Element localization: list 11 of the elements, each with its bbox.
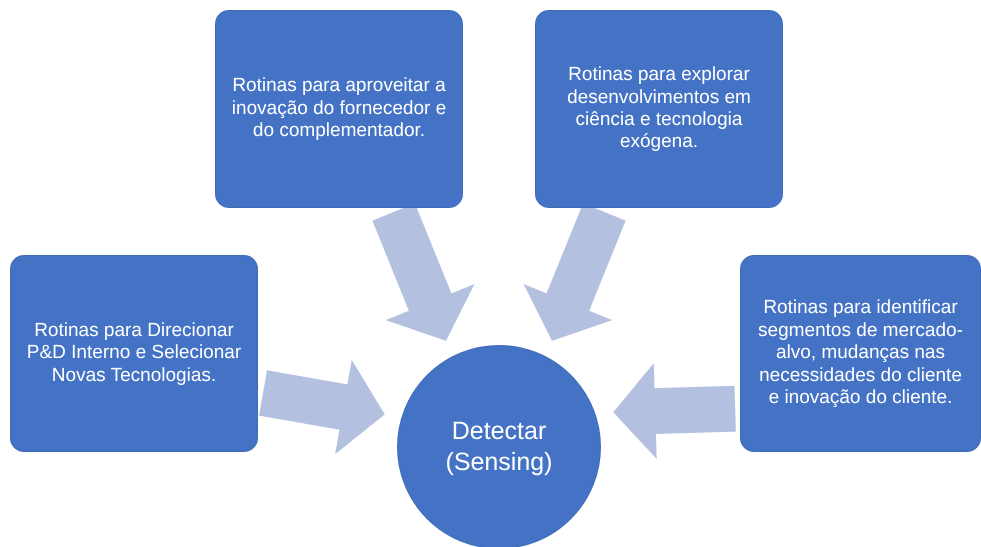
box-text: Rotinas para identificar segmentos de mercado-alvo, mudanças nas necessidades do cliente e inovação do cliente. [757, 297, 964, 410]
box-text: Rotinas para explorar desenvolvimentos em ciência e tecnologia exógena. [566, 64, 752, 154]
routine-box [535, 10, 783, 208]
block-arrow [613, 363, 736, 459]
circle-label: Detectar (Sensing) [444, 416, 554, 478]
routine-box [740, 255, 981, 452]
box-text: Rotinas para Direcionar P&D Interno e Selecionar Novas Tecnologias. [26, 320, 242, 388]
routine-box [10, 255, 258, 452]
block-arrow [259, 360, 385, 454]
routine-box [215, 10, 463, 208]
box-text: Rotinas para aproveitar a inovação do fornecedor e do complementador. [230, 75, 448, 143]
